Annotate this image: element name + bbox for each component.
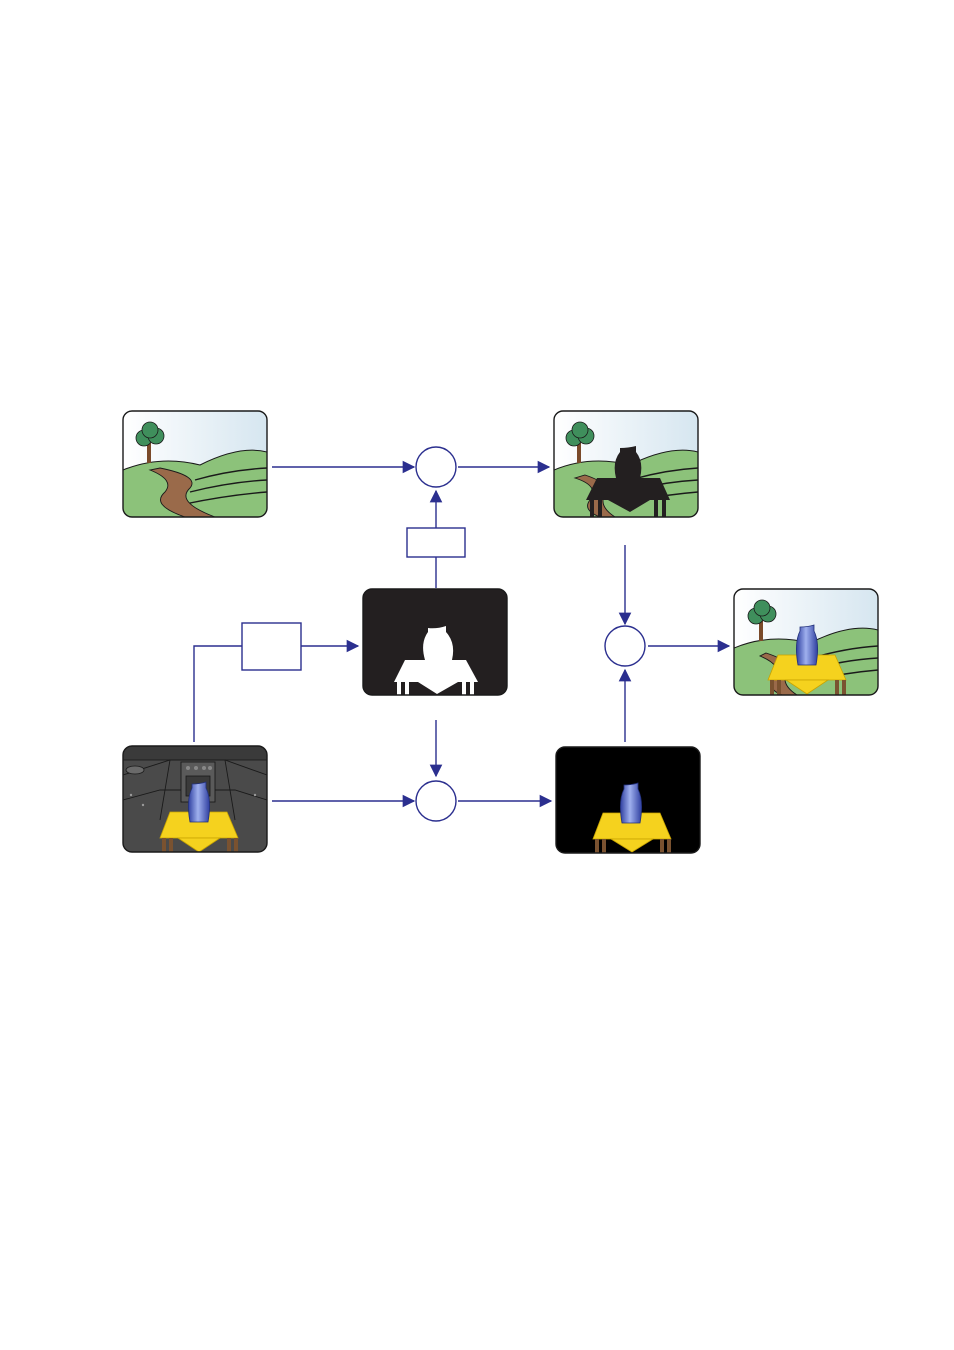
tree-icon — [135, 421, 165, 447]
background-panel — [122, 410, 268, 518]
foreground-panel — [122, 745, 268, 853]
vase-icon — [620, 782, 642, 824]
multiply-node-bottom — [415, 780, 457, 822]
pot-icon — [125, 765, 145, 775]
line-foreground-to-key — [193, 645, 242, 742]
foreground-masked-panel — [555, 746, 701, 854]
vase-icon — [796, 624, 818, 666]
invert-box — [406, 527, 466, 558]
flow-connectors — [193, 460, 731, 808]
silhouette-icon — [394, 626, 478, 695]
vase-icon — [188, 781, 210, 823]
silhouette-hole-icon — [586, 446, 670, 517]
stove-icon — [180, 761, 216, 803]
multiply-node-top — [415, 446, 457, 488]
matte-panel — [362, 588, 508, 696]
composite-panel — [733, 588, 879, 696]
add-node — [604, 625, 646, 667]
background-masked-panel — [553, 410, 699, 518]
key-box — [241, 622, 302, 671]
